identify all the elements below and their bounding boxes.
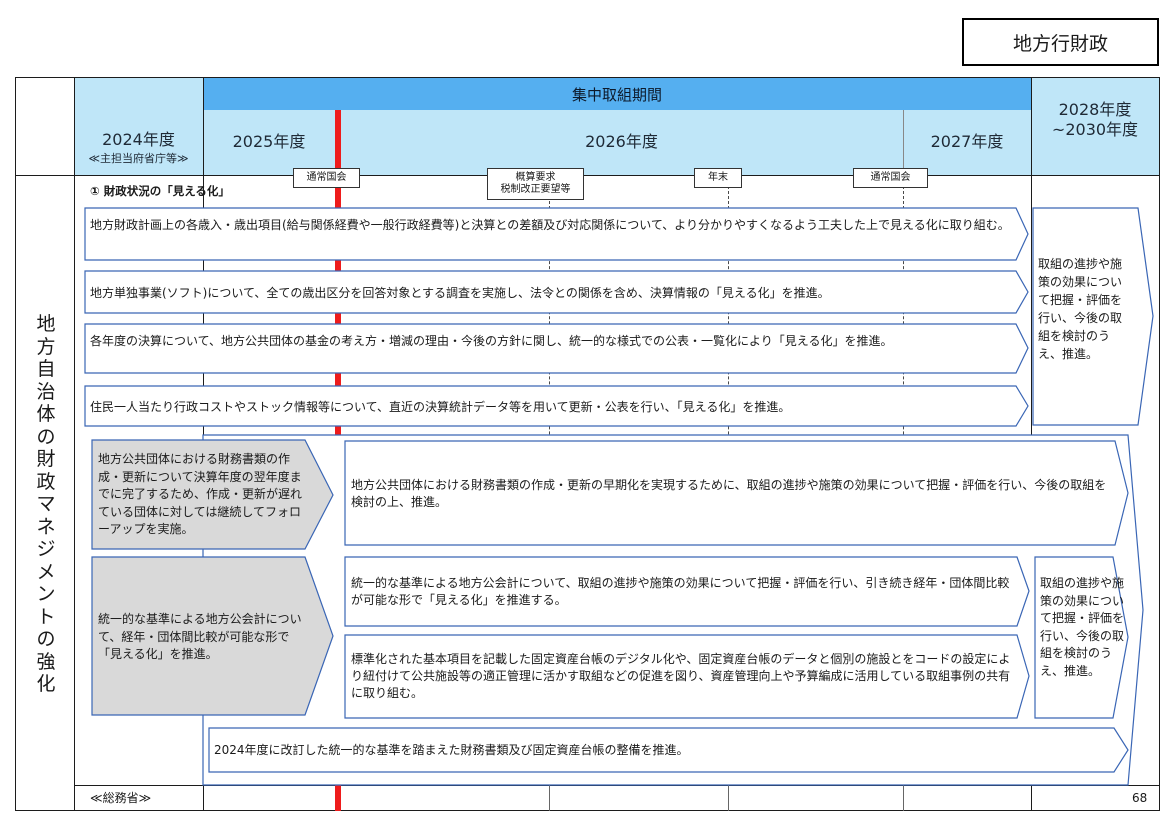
arrow-item8 xyxy=(208,727,1129,773)
grid-line-q1-bottom xyxy=(549,785,550,811)
arrow-item1 xyxy=(84,207,1029,261)
grid-line-q2-bottom xyxy=(728,785,729,811)
grid-line-fy2027-bottom xyxy=(903,785,904,811)
fy2028-label: 2028年度 xyxy=(1058,100,1132,119)
header-fy2028: 2028年度 ~2030年度 xyxy=(1031,100,1159,140)
header-fy2024: 2024年度 ≪主担当府省庁等≫ xyxy=(74,126,203,166)
arrow-item7 xyxy=(344,634,1030,719)
header-fy2027: 2027年度 xyxy=(930,132,1004,151)
milestone-budget-request: 概算要求 税制改正要望等 xyxy=(487,168,584,200)
arrow-item4 xyxy=(84,385,1029,427)
grid-line-v1 xyxy=(74,77,75,811)
item6-text: 統一的な基準による地方公会計について、取組の進捗や施策の効果について把握・評価を… xyxy=(351,576,1010,607)
item5-text: 地方公共団体における財務書類の作成・更新の早期化を実現するために、取組の進捗や施… xyxy=(351,478,1107,509)
section-label: ① 財政状況の「見える化」 xyxy=(90,184,230,198)
header-blank-left xyxy=(16,78,74,175)
item1-text: 地方財政計画上の各歳入・歳出項目(給与関係経費や一般行政経費等)と決算との差額及… xyxy=(90,218,1010,232)
header-fy2024-bg xyxy=(74,78,203,175)
followup-top-text: 取組の進捗や施策の効果について把握・評価を行い、今後の取組を検討のうえ、推進。 xyxy=(1038,257,1123,361)
fy2024-sub-label: ≪主担当府省庁等≫ xyxy=(88,152,189,165)
header-intensive-period: 集中取組期間 xyxy=(203,78,1031,110)
arrow-followup-top xyxy=(1032,207,1154,426)
ministry-label: ≪総務省≫ xyxy=(90,791,152,805)
arrow-followup-bottom xyxy=(1034,556,1129,719)
milestone-year-end: 年末 xyxy=(694,168,742,188)
page-number: 68 xyxy=(1132,791,1148,805)
table-frame xyxy=(15,77,1160,811)
arrow-item6 xyxy=(344,556,1030,627)
grid-line-fy2027 xyxy=(903,110,904,175)
item7-text: 標準化された基本項目を記載した固定資産台帳のデジタル化や、固定資産台帳のデータと… xyxy=(351,652,1011,700)
item4-text: 住民一人当たり行政コストやストック情報等について、直近の決算統計データ等を用いて… xyxy=(90,400,791,414)
followup-bottom-text: 取組の進捗や施策の効果について把握・評価を行い、今後の取組を検討のうえ、推進。 xyxy=(1040,576,1125,678)
header-fy2028-bg xyxy=(1031,78,1159,175)
side-label-vertical: 地方自治体の財政マネジメントの強化 xyxy=(36,313,56,695)
header-years-bg xyxy=(203,110,1031,175)
arrow-item3 xyxy=(84,323,1029,374)
item8-text: 2024年度に改訂した統一的な基準を踏まえた財務書類及び固定資産台帳の整備を推進… xyxy=(214,743,689,757)
grey1-text: 地方公共団体における財務書類の作成・更新について決算年度の翌年度までに完了するた… xyxy=(98,452,303,536)
category-tag: 地方行財政 xyxy=(962,18,1159,66)
header-fy2025: 2025年度 xyxy=(232,132,306,151)
header-fy2026: 2026年度 xyxy=(585,132,658,151)
item2-text: 地方単独事業(ソフト)について、全ての歳出区分を回答対象とする調査を実施し、法令… xyxy=(90,286,830,300)
arrow-item5 xyxy=(344,440,1129,546)
arrow-grey2 xyxy=(91,556,334,716)
arrow-item2 xyxy=(84,270,1029,314)
milestone-diet-session-1: 通常国会 xyxy=(293,168,360,188)
fy2028-range-label: ~2030年度 xyxy=(1051,120,1139,139)
grid-line-h1 xyxy=(15,175,1160,176)
fy2024-label: 2024年度 xyxy=(102,130,175,149)
grey2-text: 統一的な基準による地方公会計について、経年・団体間比較が可能な形で「見える化」を… xyxy=(98,612,302,661)
milestone-diet-session-2: 通常国会 xyxy=(853,168,928,188)
intensive-period-label: 集中取組期間 xyxy=(571,85,662,104)
arrow-grey1 xyxy=(91,439,334,550)
item3-text: 各年度の決算について、地方公共団体の基金の考え方・増減の理由・今後の方針に関し、… xyxy=(90,334,893,348)
